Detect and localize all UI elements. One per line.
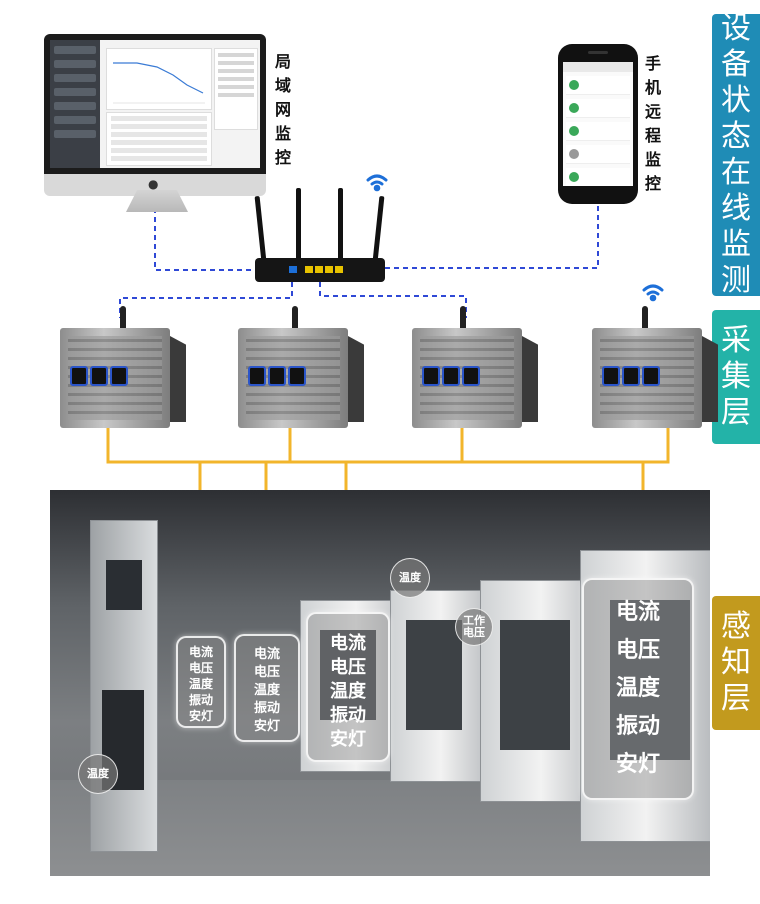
lan-monitor-caption: 局域网监控 [274,50,292,170]
acquisition-device [60,306,188,428]
acquisition-device [238,306,366,428]
mobile-monitor-caption: 手机远程监控 [644,52,662,196]
screen-line-chart [113,62,205,104]
monitoring-layer-label: 设备状态在线监测 [721,11,751,298]
acquisition-device [592,306,720,428]
router-antenna [296,188,301,260]
monitor-router-link [154,208,255,271]
desktop-monitor: ● [44,34,266,196]
screen-data-table [106,112,212,166]
monitoring-layer-tab: 设备状态在线监测 [712,11,760,298]
screen-sidebar [50,40,100,168]
phone-router-link [385,206,599,269]
mobile-monitor-label: 手机远程监控 [644,54,661,193]
apple-logo-icon: ● [148,177,159,191]
acquisition-device [412,306,540,428]
sensor-params-box: 电流 电压 温度 振动 安灯 [306,612,390,762]
sensor-params-box: 电流 电压 温度 振动 安灯 [582,578,694,800]
monitor-stand [126,190,188,212]
router-device-link-right [319,282,467,318]
screen-info-panel [214,48,258,130]
sensing-layer-label: 感知层 [721,609,751,716]
monitor-chin [44,174,266,196]
temperature-tag: 温度 [78,754,118,794]
sensor-params-box: 电流 电压 温度 振动 安灯 [176,636,226,728]
router-antenna [338,188,343,260]
sensor-params-box: 电流 电压 温度 振动 安灯 [234,634,300,742]
work-voltage-tag: 工作电压 [455,608,493,646]
phone-speaker [588,51,608,54]
temperature-tag: 温度 [390,558,430,598]
acquisition-layer-tab: 采集层 [712,310,760,444]
smartphone [558,44,638,204]
wifi-icon [366,174,388,192]
bus-main [106,428,670,464]
phone-screen [563,62,633,186]
sensing-layer-tab: 感知层 [712,596,760,730]
screen-chart-panel [106,48,212,110]
monitor-screen [50,40,260,168]
wifi-icon [642,284,664,302]
wifi-router [255,258,385,282]
lan-monitor-label: 局域网监控 [274,52,291,167]
acquisition-layer-label: 采集层 [721,323,751,430]
